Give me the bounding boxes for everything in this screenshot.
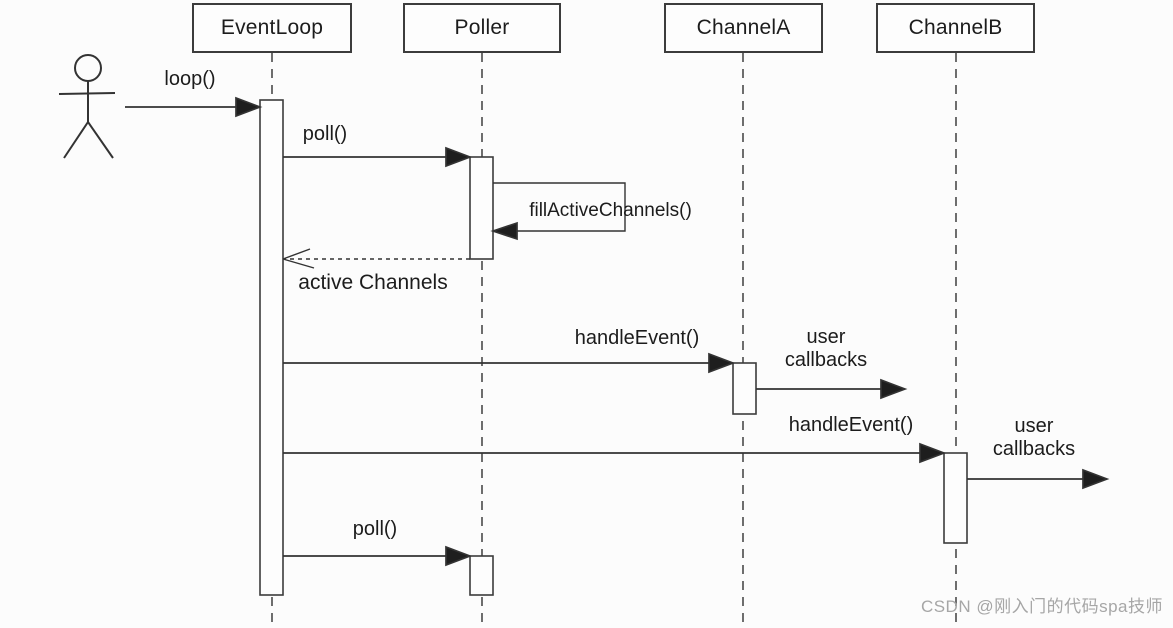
participant-label-channela: ChannelA: [696, 16, 791, 39]
actor-head: [74, 54, 102, 82]
participant-box-channelb: ChannelB: [876, 3, 1035, 53]
arrowhead-active-channels-upper: [282, 248, 311, 260]
activation-poller-1: [469, 156, 494, 260]
message-arrows: [125, 96, 1110, 567]
arrowhead-user-callbacks-a: [880, 378, 908, 400]
arrowhead-poll-2: [445, 545, 473, 567]
activation-poller-2: [469, 555, 494, 596]
actor-icon: [58, 54, 116, 159]
label-user-callbacks-b: user callbacks: [992, 415, 1076, 460]
arrowhead-user-callbacks-b: [1082, 468, 1110, 490]
participant-box-eventloop: EventLoop: [192, 3, 352, 53]
arrowhead-handleevent-b: [919, 442, 947, 464]
label-active-channels: active Channels: [298, 271, 448, 294]
arrowhead-fillactivechannels: [490, 221, 518, 241]
watermark: CSDN @刚入门的代码spa技师: [920, 597, 1163, 616]
actor-arms: [58, 92, 116, 95]
label-handleevent-b: handleEvent(): [788, 414, 914, 436]
actor-leg-left: [63, 121, 89, 159]
arrowhead-poll-1: [445, 146, 473, 168]
arrowhead-loop: [235, 96, 263, 118]
participant-box-poller: Poller: [403, 3, 561, 53]
participant-label-eventloop: EventLoop: [220, 16, 324, 39]
label-user-callbacks-a: user callbacks: [784, 326, 868, 371]
participant-box-channela: ChannelA: [664, 3, 823, 53]
arrow-fillactivechannels: [493, 182, 626, 232]
actor-leg-right: [87, 121, 114, 159]
arrowhead-handleevent-a: [708, 352, 736, 374]
participant-label-poller: Poller: [454, 16, 510, 39]
label-handleevent-a: handleEvent(): [574, 327, 700, 349]
activation-channelb: [943, 452, 968, 544]
activation-eventloop: [259, 99, 284, 596]
activation-channela: [732, 362, 757, 415]
arrowhead-active-channels-lower: [282, 258, 315, 269]
participant-label-channelb: ChannelB: [908, 16, 1003, 39]
label-loop: loop(): [164, 68, 216, 90]
label-poll-2: poll(): [352, 518, 398, 540]
label-poll-1: poll(): [302, 123, 348, 145]
label-fillactivechannels: fillActiveChannels(): [529, 200, 692, 221]
activation-bars: [259, 99, 968, 596]
